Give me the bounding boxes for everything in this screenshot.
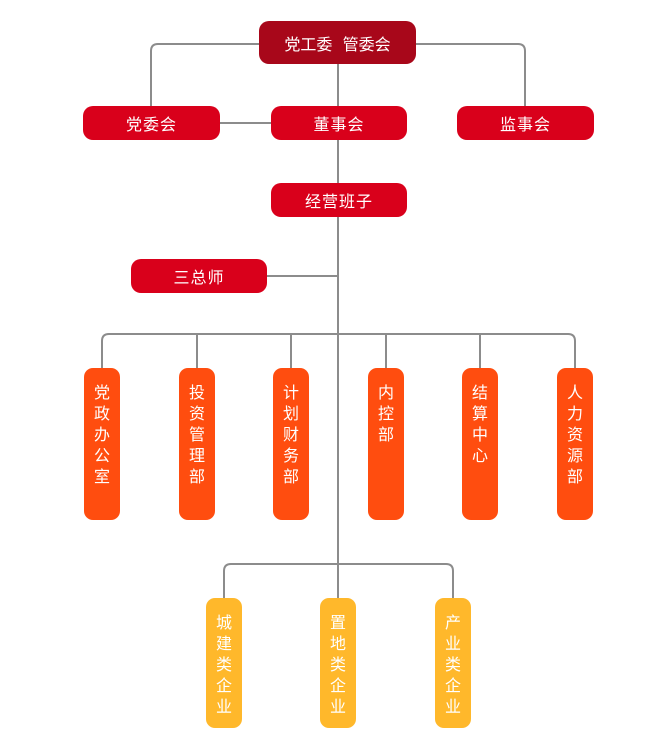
connector-ent-bus xyxy=(223,563,454,598)
dept-label: 内控部 xyxy=(377,383,394,444)
connector-top-left xyxy=(150,43,259,106)
dept-node: 投资管理部 xyxy=(179,368,215,520)
node-label: 三总师 xyxy=(173,268,225,287)
node-label: 党委会 xyxy=(125,115,177,134)
dept-label: 计划财务部 xyxy=(282,383,299,486)
dept-label: 党政办公室 xyxy=(93,383,110,486)
node-label: 经营班子 xyxy=(304,192,373,211)
dept-label: 人力资源部 xyxy=(566,383,583,486)
node-supervisory-board: 监事会 xyxy=(457,106,594,140)
node-management-team: 经营班子 xyxy=(271,183,407,217)
node-board-of-directors: 董事会 xyxy=(271,106,407,140)
top-node-party-committee: 党工委 管委会 xyxy=(259,21,416,64)
dept-label: 结算中心 xyxy=(471,383,488,465)
node-party-committee: 党委会 xyxy=(83,106,220,140)
top-node-label: 党工委 管委会 xyxy=(284,34,391,54)
dept-label: 投资管理部 xyxy=(188,383,205,486)
enterprise-node: 产业类企业 xyxy=(435,598,471,728)
dept-node: 计划财务部 xyxy=(273,368,309,520)
enterprise-node: 置地类企业 xyxy=(320,598,356,728)
connector-top-right xyxy=(415,43,526,106)
node-label: 董事会 xyxy=(313,115,365,134)
dept-node: 结算中心 xyxy=(462,368,498,520)
dept-node: 内控部 xyxy=(368,368,404,520)
enterprise-label: 城建类企业 xyxy=(215,613,232,716)
enterprise-node: 城建类企业 xyxy=(206,598,242,728)
connector-dept-bus xyxy=(101,333,576,368)
dept-node: 人力资源部 xyxy=(557,368,593,520)
enterprise-label: 产业类企业 xyxy=(444,613,461,716)
node-chief-officers: 三总师 xyxy=(131,259,267,293)
dept-node: 党政办公室 xyxy=(84,368,120,520)
node-label: 监事会 xyxy=(499,115,551,134)
enterprise-label: 置地类企业 xyxy=(329,613,346,716)
